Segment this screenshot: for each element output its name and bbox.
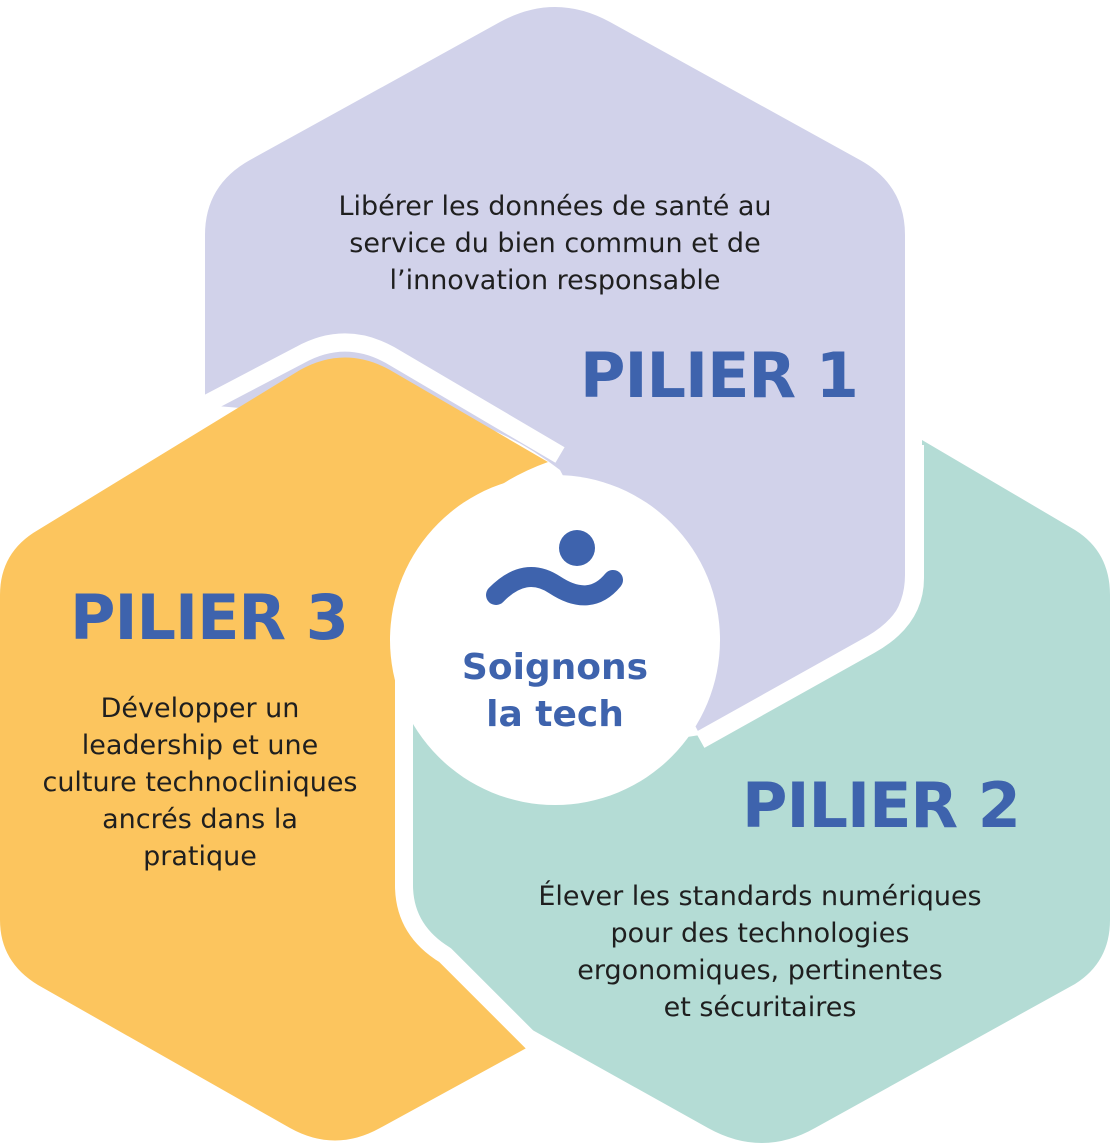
pillar-2-description: Élever les standards numériques pour des… <box>500 878 1020 1026</box>
pillar-2-line: et sécuritaires <box>663 992 857 1023</box>
pillar-3-line: leadership et une <box>81 730 319 761</box>
pillar-1-hexagon <box>205 7 905 735</box>
pillar-2-line: pour des technologies <box>610 918 910 949</box>
center-circle <box>390 475 720 805</box>
brand-name: Soignons la tech <box>430 644 680 738</box>
logo-head-dot <box>559 530 595 566</box>
pillar-3-title: PILIER 3 <box>70 581 349 654</box>
pillar-1-line: l’innovation responsable <box>389 265 721 296</box>
person-wave-icon <box>486 530 623 606</box>
pillar-2-title: PILIER 2 <box>742 769 1021 842</box>
pillar-3-line: pratique <box>143 841 257 872</box>
pillar-3-line: culture technocliniques <box>42 767 358 798</box>
pillar-1-line: service du bien commun et de <box>349 228 761 259</box>
pillar-1-description: Libérer les données de santé au service … <box>290 188 820 299</box>
pillar-3-description: Développer un leadership et une culture … <box>10 690 390 875</box>
separator-line-right <box>695 445 924 748</box>
pillar-3-line: Développer un <box>100 693 300 724</box>
logo-wave <box>486 567 623 606</box>
pillar-3-line: ancrés dans la <box>102 804 298 835</box>
pillar-3-hexagon <box>0 357 548 1141</box>
brand-name-line-2: la tech <box>486 694 624 735</box>
separator-line-upper <box>190 333 565 463</box>
pillar-2-hexagon <box>413 440 1110 1143</box>
pillar-2-line: ergonomiques, pertinentes <box>577 955 943 986</box>
pillar-2-line: Élever les standards numériques <box>538 881 982 912</box>
brand-name-line-1: Soignons <box>461 647 649 688</box>
pillar-1-line: Libérer les données de santé au <box>338 191 772 222</box>
separator-line-lower <box>395 690 547 1057</box>
pillar-1-title: PILIER 1 <box>580 339 859 412</box>
